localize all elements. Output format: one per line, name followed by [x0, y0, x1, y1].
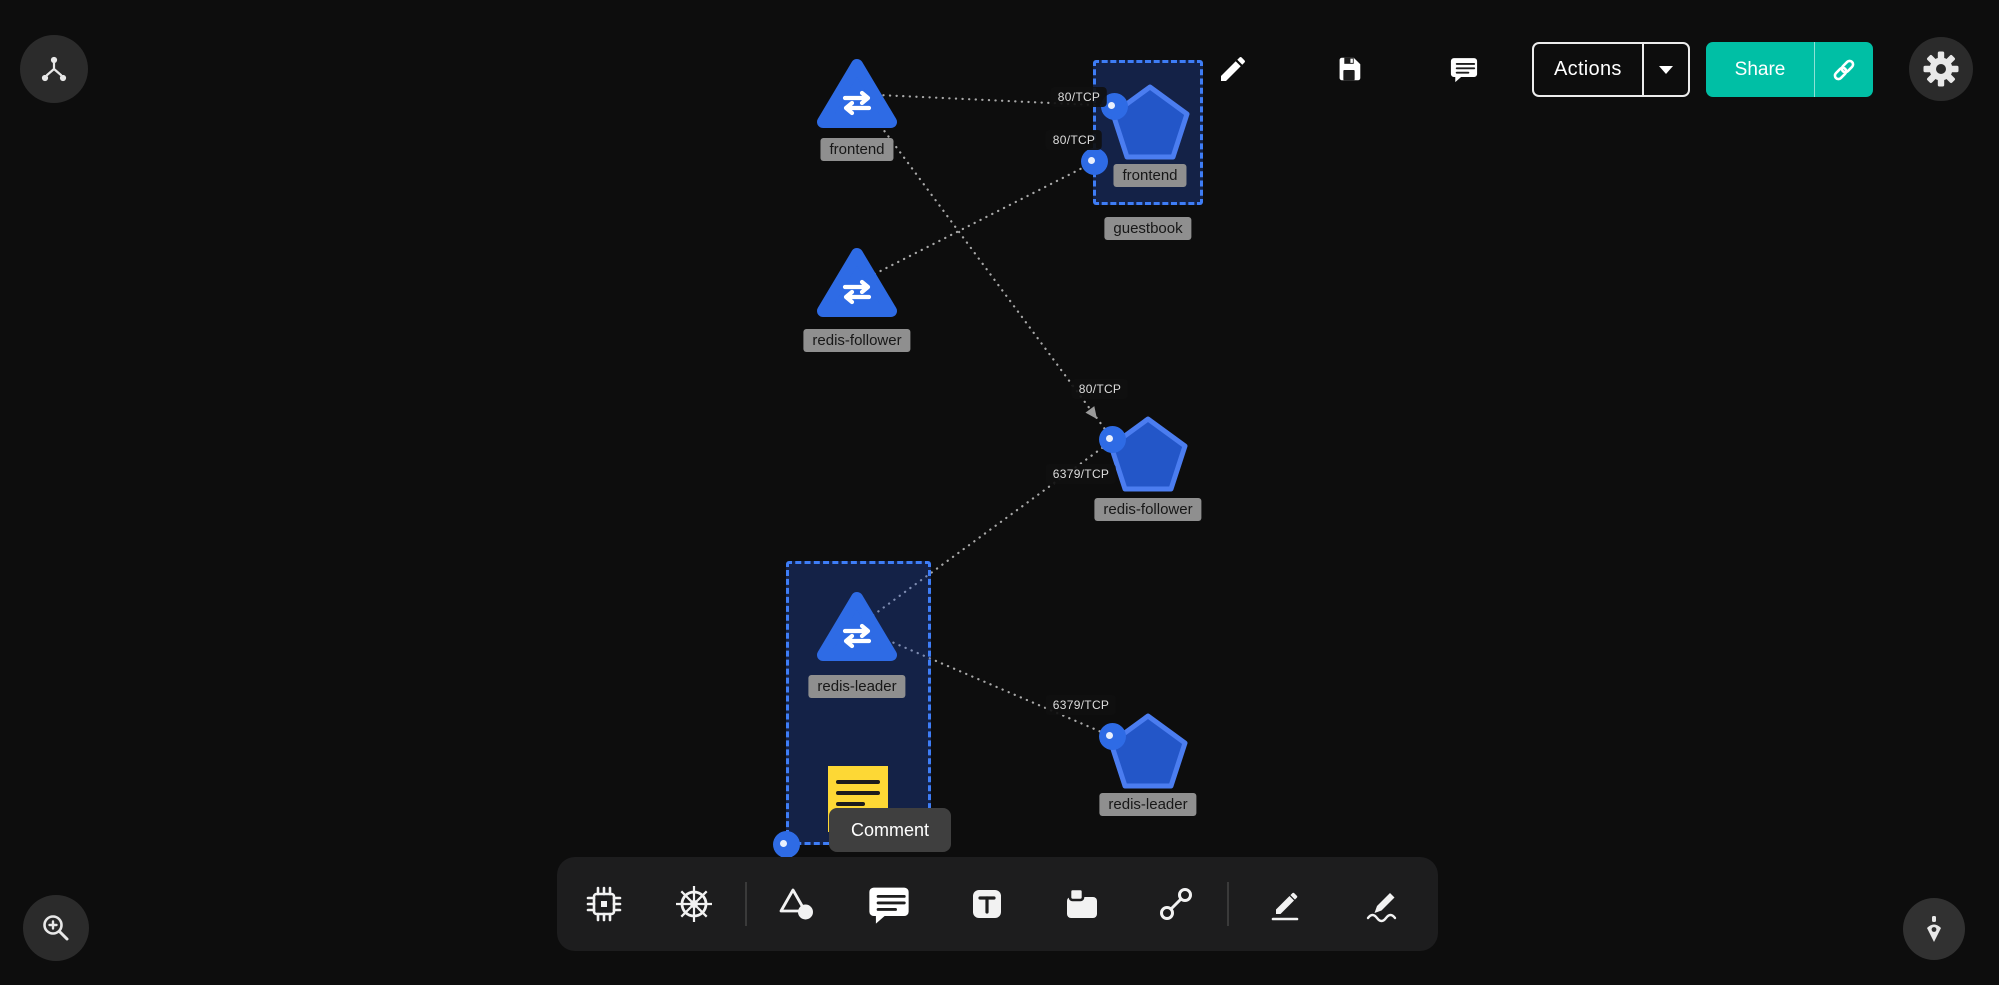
port-label: 80/TCP — [1071, 379, 1129, 399]
service-node-redis-leader[interactable] — [814, 589, 900, 665]
node-icon — [1067, 887, 1097, 918]
tool-kubernetes[interactable] — [670, 880, 718, 928]
zoom-in-icon — [43, 915, 69, 941]
share-button[interactable]: Share — [1706, 42, 1873, 97]
settings-button[interactable] — [1909, 37, 1973, 101]
deployment-label-redis-leader: redis-leader — [1099, 793, 1197, 816]
pen-mode-button[interactable] — [1903, 898, 1965, 960]
share-label: Share — [1734, 58, 1786, 80]
zoom-button[interactable] — [23, 895, 89, 961]
actions-dropdown-button[interactable]: Actions — [1532, 42, 1690, 97]
gear-icon — [1923, 51, 1959, 87]
tool-connection[interactable] — [1152, 880, 1200, 928]
port-circle-redis-follower[interactable] — [1099, 426, 1126, 453]
graph-overview-button[interactable] — [20, 35, 88, 103]
edge-redis-follower-svc-to-frontend-deploy[interactable] — [855, 160, 1096, 285]
service-node-redis-follower[interactable] — [814, 245, 900, 321]
connection-icon — [1160, 888, 1192, 920]
service-node-frontend[interactable] — [814, 56, 900, 132]
port-label: 6379/TCP — [1045, 695, 1117, 715]
tool-annotate-pen[interactable] — [1261, 880, 1309, 928]
save-icon — [1339, 57, 1361, 81]
deployment-node-frontend[interactable] — [1107, 80, 1193, 162]
tool-freehand-pen[interactable] — [1358, 880, 1406, 928]
port-circle-redis-leader[interactable] — [1099, 723, 1126, 750]
deployment-label-redis-follower: redis-follower — [1094, 498, 1202, 521]
pencil-icon — [1221, 57, 1245, 81]
service-icon — [842, 623, 872, 649]
service-label-redis-leader: redis-leader — [808, 675, 906, 698]
link-icon — [1833, 59, 1855, 80]
shapes-icon — [779, 888, 813, 920]
annotate-pen-icon — [1271, 892, 1299, 921]
tooltip-comment: Comment — [829, 808, 951, 852]
actions-caret-section[interactable] — [1641, 44, 1688, 95]
chevron-down-icon — [1658, 65, 1673, 74]
custom-resource-icon — [586, 886, 622, 922]
service-label-frontend: frontend — [820, 138, 894, 161]
edge-arrowhead-icon — [1085, 406, 1097, 419]
actions-label: Actions — [1554, 58, 1622, 80]
save-button[interactable] — [1325, 45, 1373, 93]
toolbar-divider — [1227, 882, 1229, 926]
port-circle-group-redis-leader[interactable] — [773, 831, 800, 858]
tool-comment[interactable] — [865, 880, 913, 928]
deployment-label-frontend: frontend — [1113, 164, 1187, 187]
copy-link-section[interactable] — [1814, 42, 1873, 97]
deployment-node-redis-leader[interactable] — [1105, 709, 1191, 791]
deployment-node-redis-follower[interactable] — [1105, 412, 1191, 494]
hierarchy-icon — [41, 56, 67, 82]
edge-frontend-svc-to-redis-follower-deploy[interactable] — [855, 92, 1115, 442]
tool-node[interactable] — [1058, 880, 1106, 928]
port-label: 80/TCP — [1050, 87, 1108, 107]
port-label: 80/TCP — [1045, 130, 1103, 150]
freehand-pen-icon — [1366, 893, 1397, 923]
port-circle-frontend-80-b[interactable] — [1081, 148, 1108, 175]
edit-button[interactable] — [1209, 45, 1257, 93]
comment-icon — [869, 887, 909, 924]
tool-text[interactable] — [963, 880, 1011, 928]
kubernetes-icon — [676, 886, 712, 922]
pen-tool-icon — [1927, 916, 1941, 942]
text-icon — [973, 890, 1001, 918]
tool-palette — [557, 857, 1438, 951]
toolbar-divider — [745, 882, 747, 926]
tool-custom-resource[interactable] — [580, 880, 628, 928]
group-label-guestbook: guestbook — [1104, 217, 1192, 240]
service-icon — [842, 90, 872, 116]
comments-button[interactable] — [1440, 45, 1488, 93]
port-label: 6379/TCP — [1045, 464, 1117, 484]
edge-redis-leader-svc-to-redis-leader-deploy[interactable] — [855, 625, 1115, 739]
tool-shapes[interactable] — [773, 880, 821, 928]
service-icon — [842, 279, 872, 305]
service-label-redis-follower: redis-follower — [803, 329, 911, 352]
comment-icon — [1450, 58, 1478, 83]
